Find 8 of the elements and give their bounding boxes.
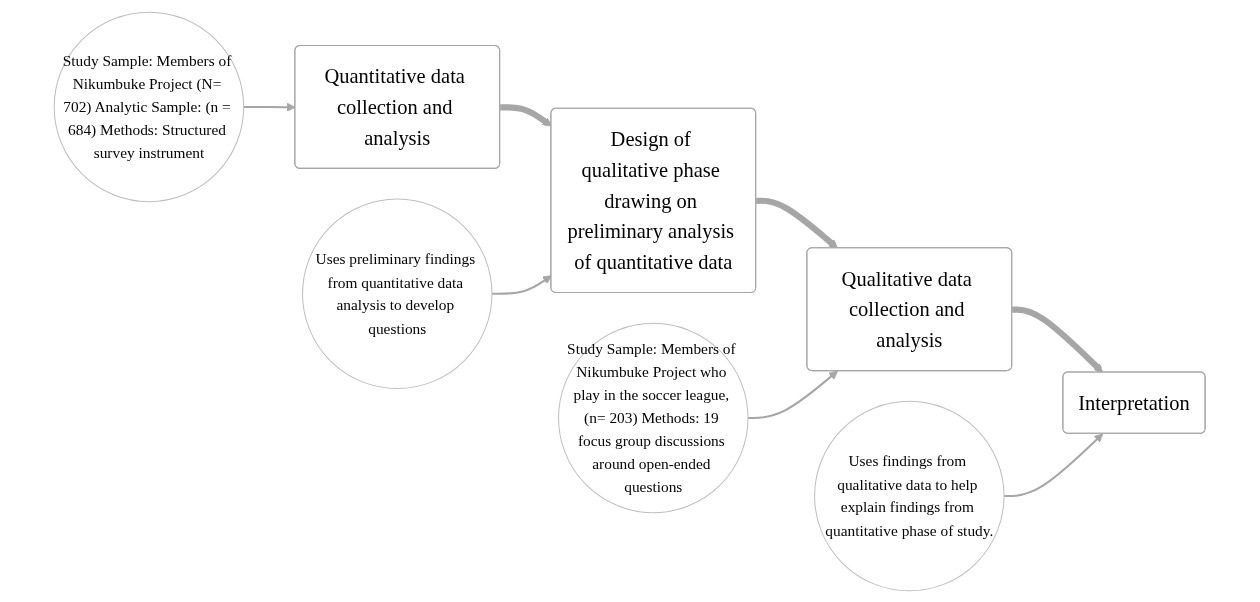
- node-circle: Uses findings from qualitative data to help explain findings from quantitative phase of study.: [814, 400, 1005, 591]
- arrow: [1012, 306, 1104, 373]
- node-circle: Study Sample: Members of Nikumbuke Project who play in the soccer league, (n= 203) Methods: 19 focus group discussions around open-ended questions: [558, 322, 749, 513]
- arrow: [1004, 432, 1104, 497]
- arrow: [756, 197, 839, 249]
- node-circle: Study Sample: Members of Nikumbuke Project (N= 702) Analytic Sample: (n = 684) Methods: Structured survey instrument: [54, 11, 245, 202]
- node-circle: Uses preliminary findings from quantitative data analysis to develop questions: [302, 198, 493, 389]
- arrow: [748, 370, 839, 419]
